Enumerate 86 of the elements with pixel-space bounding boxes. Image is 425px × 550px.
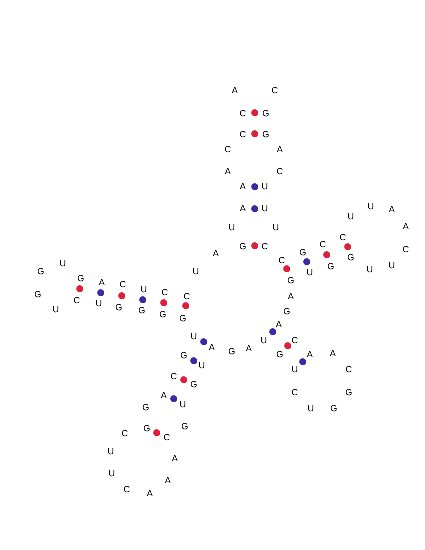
nucleotide-letter: C <box>122 430 128 438</box>
nucleotide-letter: C <box>262 242 268 252</box>
nucleotide-letter: U <box>108 470 116 478</box>
nucleotide-letter: G <box>190 380 198 390</box>
nucleotide-letter: G <box>144 424 150 434</box>
nucleotide-letter: G <box>180 352 188 360</box>
nucleotide-letter: C <box>164 434 170 442</box>
nucleotide-letter: C <box>124 486 130 494</box>
nucleotide-letter: G <box>330 404 338 414</box>
nucleotide-letter: U <box>260 336 268 346</box>
nucleotide-letter: U <box>192 268 200 276</box>
nucleotide-letter: A <box>276 320 282 330</box>
nucleotide-letter: A <box>232 86 238 96</box>
nucleotide-letter: C <box>292 336 298 346</box>
nucleotide-letter: A <box>213 250 219 258</box>
nucleotide-letter: A <box>389 206 395 214</box>
nucleotide-letter: A <box>277 146 283 154</box>
nucleotide-letter: U <box>262 182 268 192</box>
nucleotide-letter: C <box>276 168 284 176</box>
nucleotide-letter: G <box>328 262 334 272</box>
nucleotide-letter: G <box>138 306 146 316</box>
nucleotide-letter: U <box>368 202 374 212</box>
nucleotide-letter: U <box>52 306 60 314</box>
nucleotide-letter: U <box>228 224 236 232</box>
nucleotide-letter: C <box>272 86 278 96</box>
nucleotide-letter: A <box>99 278 105 288</box>
nucleotide-letter: U <box>180 400 186 410</box>
nucleotide-letter: U <box>96 300 102 308</box>
nucleotide-letter: U <box>306 268 314 278</box>
nucleotide-letter: A <box>172 454 178 464</box>
nucleotide-letter: A <box>147 490 153 498</box>
nucleotide-letter: C <box>184 292 190 302</box>
nucleotide-letter: U <box>190 332 198 342</box>
nucleotide-letter: U <box>348 212 354 222</box>
nucleotide-letter: A <box>161 392 167 400</box>
nucleotide-letter: A <box>165 476 171 486</box>
nucleotide-letter: U <box>308 404 314 414</box>
nucleotide-letter: A <box>209 344 215 352</box>
nucleotide-letter: C <box>402 246 410 254</box>
nucleotide-letter: U <box>60 260 66 268</box>
nucleotide-letter: C <box>240 110 246 118</box>
nucleotide-letter: G <box>38 268 44 276</box>
nucleotide-letter: U <box>108 448 114 456</box>
nucleotide-letter: A <box>307 350 313 360</box>
nucleotide-letter: C <box>240 130 246 140</box>
nucleotide-letter: A <box>240 204 246 214</box>
nucleotide-letter: C <box>120 280 126 290</box>
nucleotide-letter: A <box>288 292 294 302</box>
nucleotide-letter: G <box>160 310 166 320</box>
nucleotide-letter: G <box>142 404 150 412</box>
nucleotide-letter: G <box>34 290 42 300</box>
nucleotide-letter: A <box>330 350 336 358</box>
nucleotide-letter: G <box>78 274 84 284</box>
nucleotide-letter: C <box>74 296 80 306</box>
nucleotide-letter: A <box>225 168 231 176</box>
nucleotide-letter: G <box>348 254 354 262</box>
nucleotide-letter: G <box>276 350 284 360</box>
nucleotide-letter: C <box>224 146 232 154</box>
nucleotide-letter: C <box>320 240 326 250</box>
nucleotide-letter: G <box>346 388 352 398</box>
nucleotide-letter: G <box>288 276 294 286</box>
nucleotide-letter: G <box>262 130 270 140</box>
nucleotide-letter: C <box>292 388 298 398</box>
nucleotide-letter: U <box>272 224 280 232</box>
nucleotide-letter: U <box>366 266 374 274</box>
nucleotide-letter: G <box>180 314 186 324</box>
nucleotide-letter: G <box>240 242 246 252</box>
nucleotide-letter: C <box>170 372 178 382</box>
nucleotide-letter: U <box>262 204 268 214</box>
nucleotide-letter: C <box>340 234 346 242</box>
nucleotide-letter: C <box>346 366 352 374</box>
nucleotide-letter: U <box>388 262 396 270</box>
nucleotide-letter: A <box>246 344 252 354</box>
nucleotide-letter: G <box>116 304 122 312</box>
nucleotide-letter: U <box>140 286 148 294</box>
nucleotide-letter: G <box>228 348 236 356</box>
nucleotide-letter: U <box>198 362 206 370</box>
nucleotide-letter: G <box>262 110 270 118</box>
nucleotide-letter: C <box>278 256 286 266</box>
nucleotide-letter: C <box>162 288 168 298</box>
nucleotide-letter: A <box>240 182 246 192</box>
nucleotide-letter: U <box>292 366 298 374</box>
nucleotide-letter: G <box>284 308 290 316</box>
nucleotide-letter: G <box>182 422 188 432</box>
nucleotide-letter: G <box>300 248 306 258</box>
nucleotide-letter: A <box>403 222 409 232</box>
